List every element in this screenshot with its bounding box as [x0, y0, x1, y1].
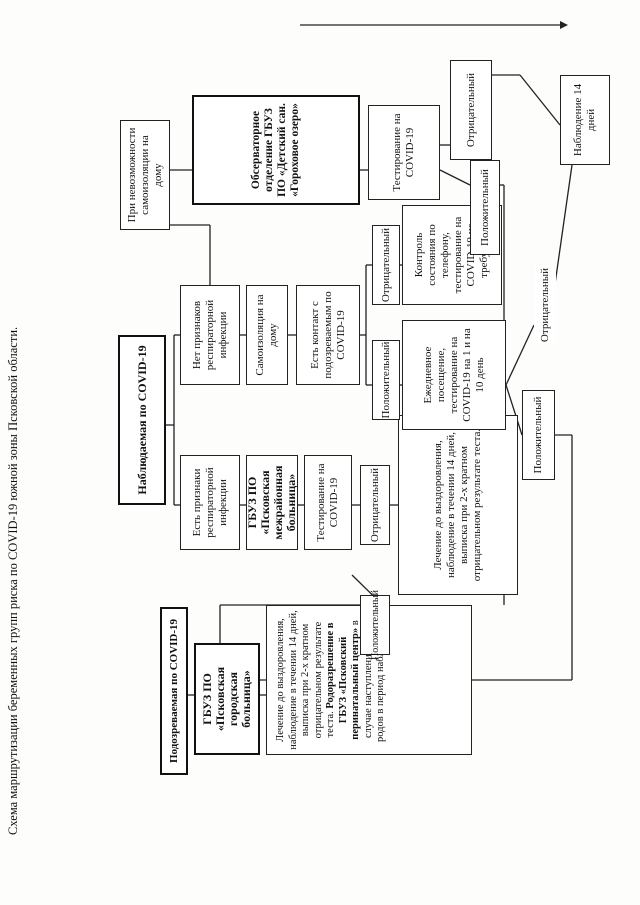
pos-daily-box: Положительный — [522, 390, 555, 480]
contact-pos-box: Положительный — [372, 340, 400, 420]
observation14-box: Наблюдение 14 дней — [560, 75, 610, 165]
daily-visit-box: Ежедневное посещение, тестирование на CO… — [402, 320, 506, 430]
pos1-box: Положительный — [360, 590, 390, 660]
contact-neg-box: Отрицательный — [372, 225, 400, 305]
observed-box: Наблюдаемая по COVID-19 — [118, 335, 166, 505]
neg-obs-box: Отрицательный — [450, 60, 492, 160]
no-isolation-box: При невозможности самоизоляции на дому — [120, 120, 170, 230]
resp-yes-box: Есть признаки респираторной инфекции — [180, 455, 240, 550]
neg1-box: Отрицательный — [360, 465, 390, 545]
test3-box: Тестирование на COVID-19 — [368, 105, 440, 200]
city-hospital-box: ГБУЗ ПО «Псковская городская больница» — [194, 643, 260, 755]
contact-box: Есть контакт с подозреваемым по COVID-19 — [296, 285, 360, 385]
observatory-box: Обсерваторное отделение ГБУЗ ПО «Детский… — [192, 95, 360, 205]
neg-daily-label: Отрицательный — [534, 265, 556, 345]
pos-obs-box: Положительный — [470, 160, 500, 255]
interdistrict-box: ГБУЗ ПО «Псковская межрайонная больница» — [245, 455, 298, 550]
test1-box: Тестирование на COVID-19 — [304, 455, 352, 550]
self-isolation-box: Самоизоляция на дому — [246, 285, 288, 385]
suspected-box: Подозреваемая по COVID-19 — [160, 607, 188, 775]
treatment2-box: Лечение до выздоровления, наблюдение в т… — [398, 415, 518, 595]
resp-no-box: Нет признаков респираторной инфекции — [180, 285, 240, 385]
